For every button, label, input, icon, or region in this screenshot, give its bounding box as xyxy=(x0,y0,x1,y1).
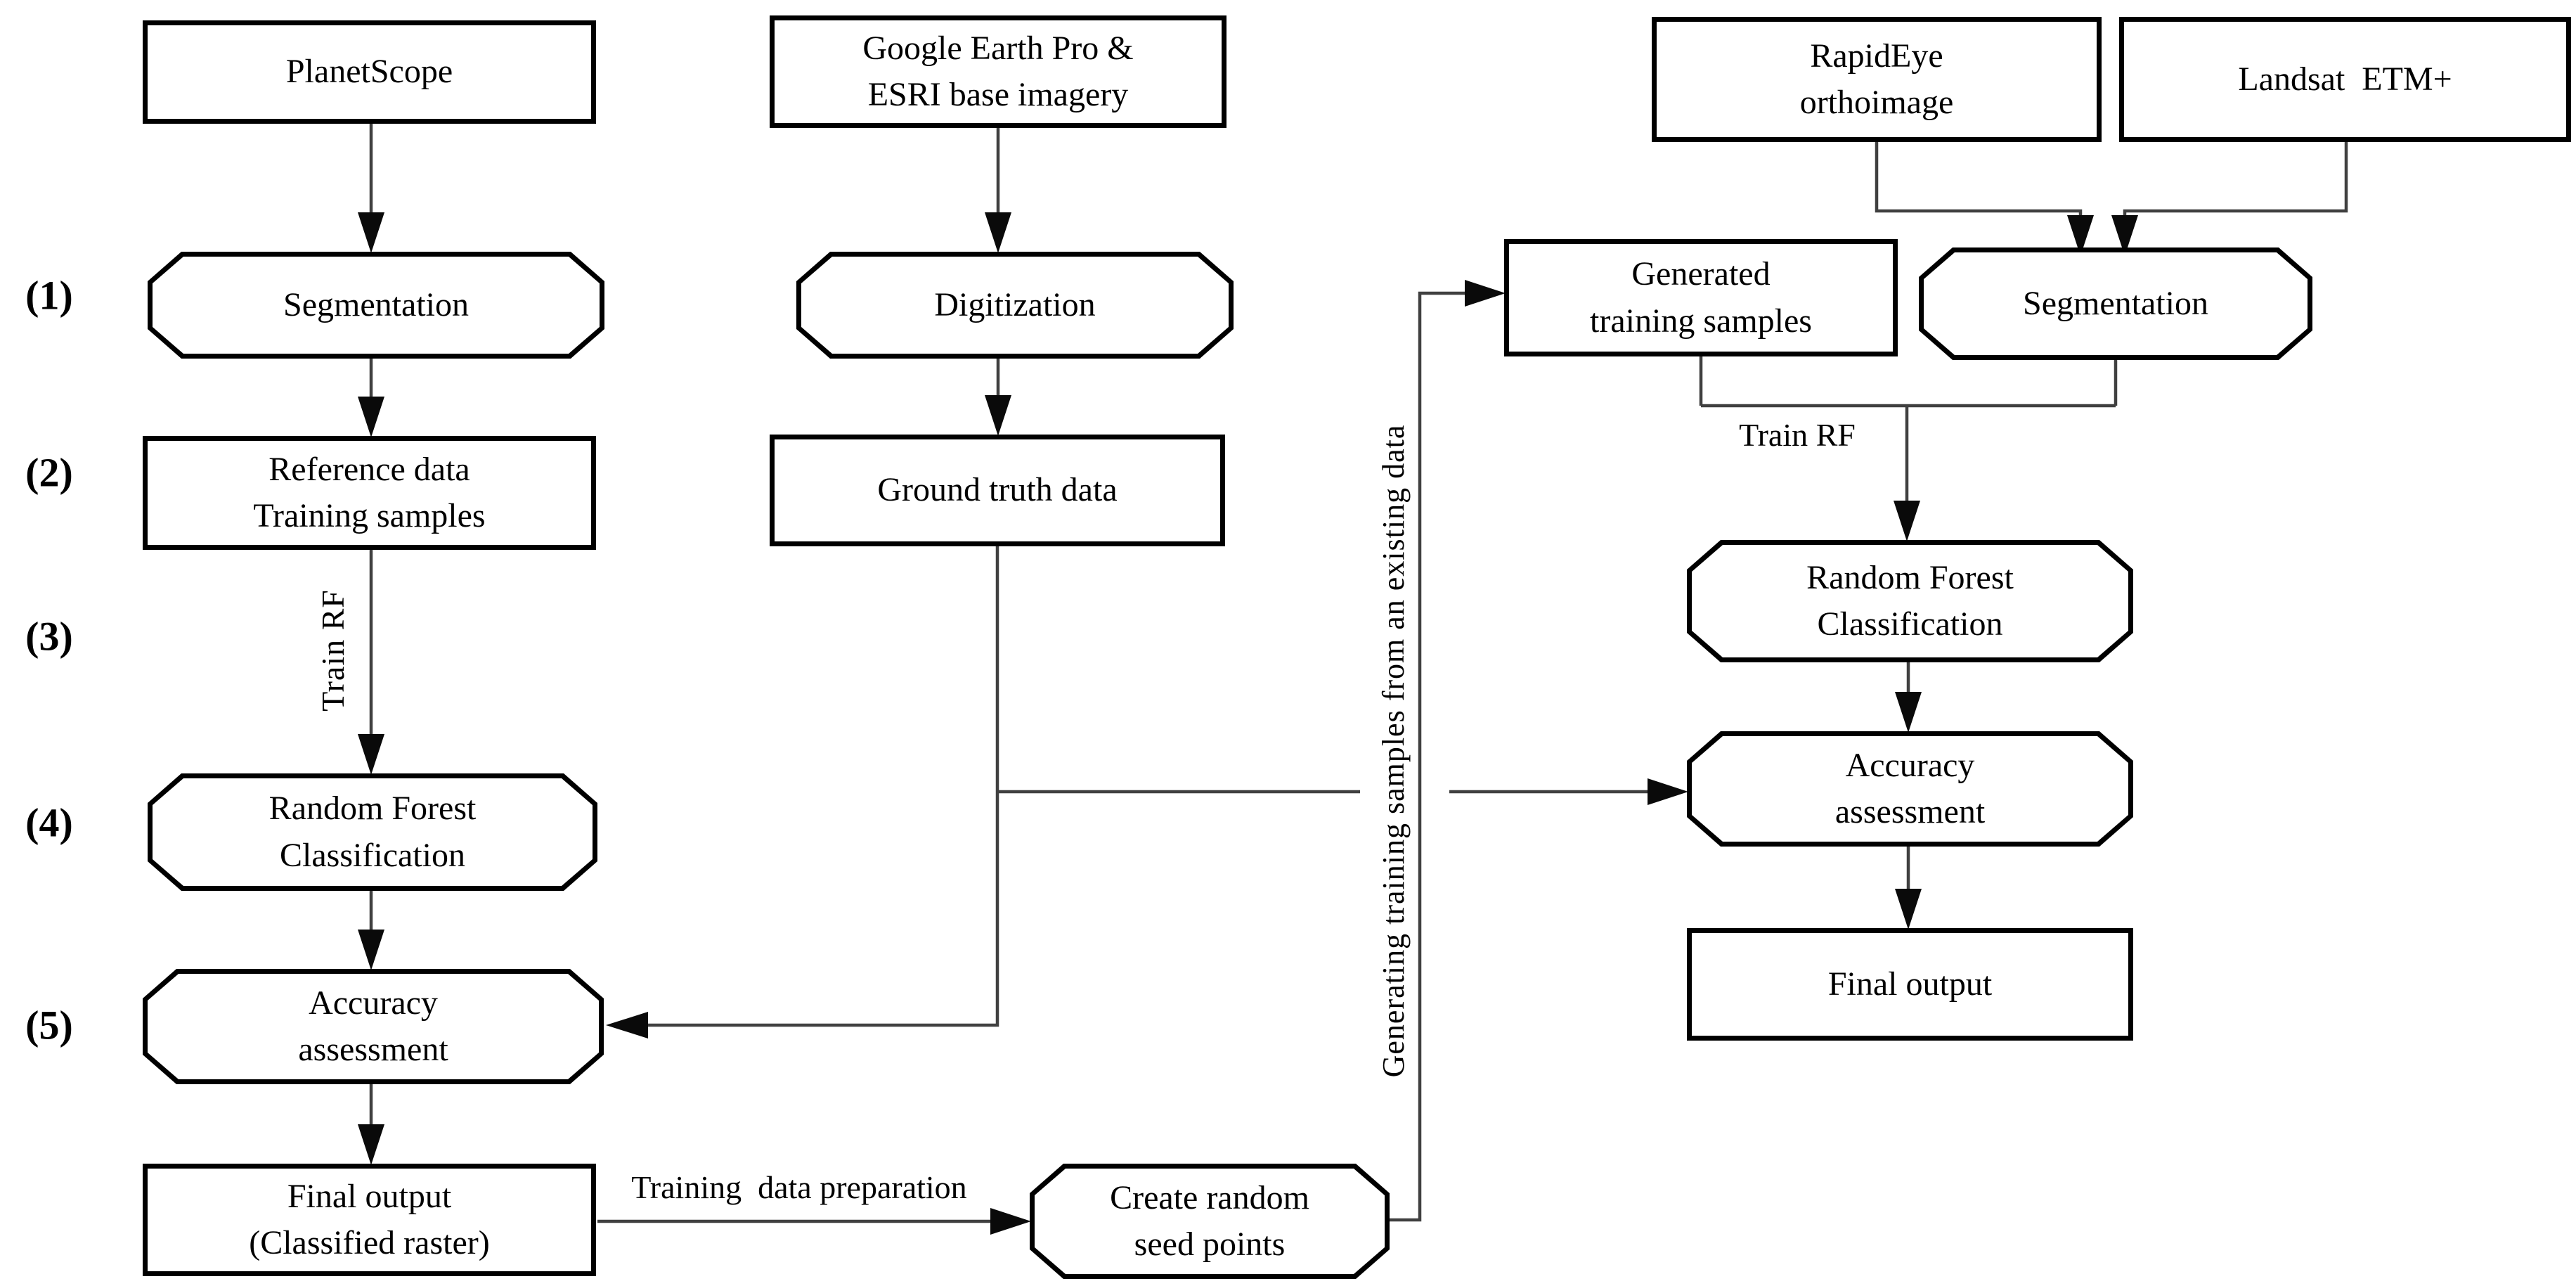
node-label: Google Earth Pro & xyxy=(862,29,1134,67)
node-label: Generated xyxy=(1631,255,1771,293)
node-label: RapidEye xyxy=(1810,37,1943,75)
node-label: Accuracy xyxy=(309,984,438,1022)
node-segmentation-right: Segmentation xyxy=(1919,247,2312,360)
step-label-4: (4) xyxy=(25,799,73,846)
node-landsat: Landsat ETM+ xyxy=(2119,17,2571,142)
node-label: orthoimage xyxy=(1799,84,1954,121)
node-label: Random Forest xyxy=(1806,558,2014,596)
node-label: Digitization xyxy=(934,285,1096,323)
node-label: PlanetScope xyxy=(285,53,453,91)
node-label: Reference data xyxy=(268,450,470,488)
edge-label-generating-training-samples: Generating training samples from an exis… xyxy=(1376,424,1411,1078)
node-rapideye: RapidEye orthoimage xyxy=(1652,17,2102,142)
node-label: Landsat ETM+ xyxy=(2238,60,2452,98)
node-random-forest-right: Random Forest Classification xyxy=(1687,540,2133,662)
node-create-random-seed-points: Create random seed points xyxy=(1030,1164,1390,1279)
edge-label-train-rf-right: Train RF xyxy=(1739,417,1856,453)
node-label: Accuracy xyxy=(1845,746,1975,784)
step-label-3: (3) xyxy=(25,613,73,660)
node-label: assessment xyxy=(298,1031,448,1068)
node-label: Random Forest xyxy=(268,790,477,828)
node-label: Ground truth data xyxy=(877,471,1118,509)
node-label: assessment xyxy=(1834,793,1986,830)
node-segmentation-left: Segmentation xyxy=(148,252,604,359)
node-planetscope: PlanetScope xyxy=(143,20,596,124)
node-label: ESRI base imagery xyxy=(867,76,1129,113)
node-label: Classification xyxy=(1817,605,2003,643)
step-label-2: (2) xyxy=(25,449,73,496)
node-final-output-left: Final output (Classified raster) xyxy=(143,1164,596,1276)
node-label: Classification xyxy=(280,836,465,874)
node-label: Create random xyxy=(1110,1178,1309,1216)
node-label: Training samples xyxy=(253,497,486,534)
node-google-earth: Google Earth Pro & ESRI base imagery xyxy=(770,15,1226,128)
node-ground-truth: Ground truth data xyxy=(770,435,1225,546)
node-label: Segmentation xyxy=(2023,284,2208,322)
edge-label-train-rf-left: Train RF xyxy=(315,589,351,712)
node-random-forest-left: Random Forest Classification xyxy=(148,773,597,891)
node-digitization: Digitization xyxy=(796,252,1234,359)
step-label-1: (1) xyxy=(25,272,73,319)
node-label: (Classified raster) xyxy=(249,1224,490,1261)
node-label: Final output xyxy=(1827,965,1993,1003)
edge-label-training-data-preparation: Training data preparation xyxy=(631,1169,967,1205)
node-final-output-right: Final output xyxy=(1687,928,2133,1041)
node-label: Segmentation xyxy=(283,285,469,323)
node-accuracy-right: Accuracy assessment xyxy=(1687,731,2133,847)
step-label-5: (5) xyxy=(25,1002,73,1048)
node-label: seed points xyxy=(1134,1226,1286,1263)
node-label: training samples xyxy=(1590,302,1812,340)
node-accuracy-left: Accuracy assessment xyxy=(143,969,604,1084)
node-reference-data: Reference data Training samples xyxy=(143,436,596,550)
node-generated-training-samples: Generated training samples xyxy=(1504,239,1898,356)
node-label: Final output xyxy=(287,1177,452,1215)
